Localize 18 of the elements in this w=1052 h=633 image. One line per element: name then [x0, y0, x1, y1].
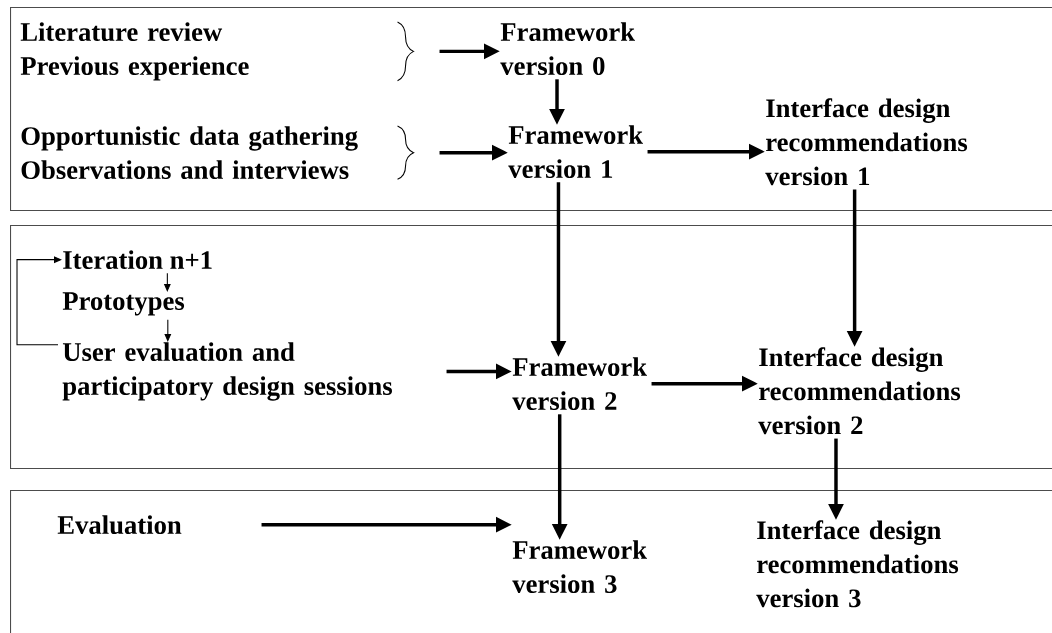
arrow: [16, 256, 62, 346]
bracketed-list: Literature review Previous experience: [20, 21, 415, 82]
step-label: Prototypes: [62, 292, 185, 316]
step-label: Framework version 0: [500, 22, 635, 76]
step-label: User evaluation and participatory design sessions: [62, 342, 392, 401]
step-label: Evaluation: [57, 515, 182, 535]
step-label: Iteration n+1: [63, 250, 212, 270]
step-label: Framework version 3: [512, 540, 647, 594]
step-label: Interface design recommendations version 2: [758, 347, 961, 435]
bracketed-list: Opportunistic data gathering Observations and interviews: [21, 125, 415, 180]
step-label: Interface design recommendations version 1: [765, 98, 968, 186]
step-label: Interface design recommendations version 3: [756, 520, 959, 608]
panel-band: [10, 225, 1052, 470]
step-label: Framework version 1: [508, 125, 643, 179]
panel-band: [10, 7, 1052, 212]
panel-band: [10, 490, 1052, 633]
arrow: [164, 319, 172, 342]
step-label: Framework version 2: [512, 357, 647, 411]
